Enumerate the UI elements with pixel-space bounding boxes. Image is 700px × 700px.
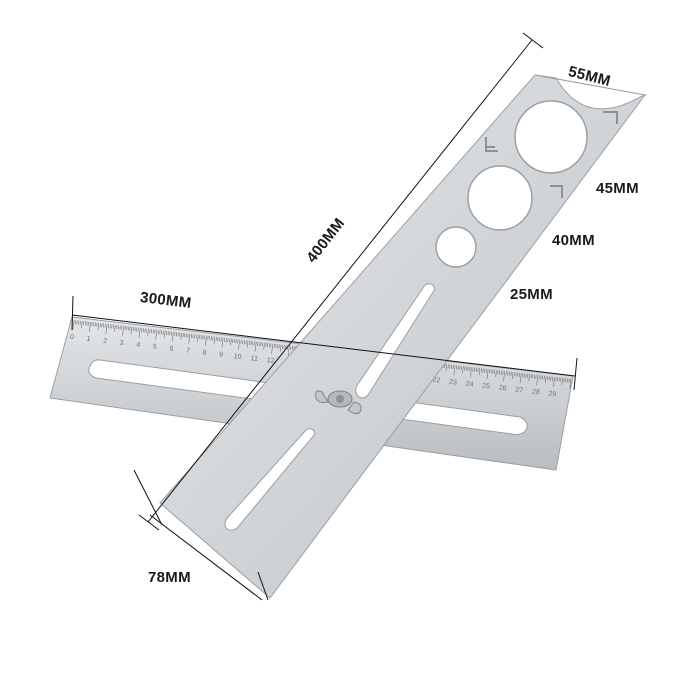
tick-mark [254, 341, 257, 352]
tick-mark [552, 376, 555, 387]
scale-number: 7 [186, 347, 191, 354]
scale-number: 27 [515, 387, 524, 395]
scale-number: 2 [103, 338, 108, 345]
dim-label-40: 40MM [552, 232, 595, 249]
scale-number: 3 [119, 340, 124, 347]
scale-number: 5 [152, 344, 157, 351]
tick-mark [155, 329, 158, 340]
dim-label-25: 25MM [510, 286, 553, 303]
scale-number: 1 [86, 336, 91, 343]
tick-mark [180, 332, 182, 340]
tick-mark [89, 321, 91, 332]
tick-mark [197, 334, 199, 342]
tick-mark [188, 333, 191, 344]
scale-number: 22 [432, 377, 441, 385]
scale-number: 26 [498, 385, 507, 393]
tick-mark [569, 378, 572, 389]
dimension-lines [71, 32, 578, 601]
main-upper-slot [355, 283, 436, 399]
tick-mark [462, 366, 464, 374]
tick-mark [147, 328, 149, 336]
scale-number: 12 [266, 357, 275, 365]
hole-40 [467, 165, 533, 231]
tick-mark [503, 371, 506, 382]
wing-nut [315, 390, 362, 415]
tick-mark [545, 376, 547, 384]
tick-mark [495, 370, 497, 378]
main-lower-slot [224, 428, 316, 531]
tick-mark [105, 323, 108, 334]
scale-number: 4 [136, 342, 141, 349]
tick-mark [519, 373, 522, 384]
tick-mark [511, 372, 514, 380]
hole-55-cutout [534, 74, 647, 110]
tick-mark [97, 322, 100, 330]
tick-mark [279, 344, 282, 352]
scale-number: 25 [482, 383, 491, 391]
scale-number: 0 [70, 334, 75, 341]
tick-mark [287, 345, 290, 356]
tick-mark [122, 325, 124, 336]
tick-mark [271, 343, 274, 354]
tick-mark [486, 369, 489, 380]
tick-mark [561, 377, 564, 386]
tick-mark [138, 327, 141, 338]
tick-mark [221, 337, 224, 348]
tick-mark [163, 330, 166, 338]
tick-mark [205, 335, 207, 346]
scale-number: 6 [169, 345, 174, 352]
tick-mark [470, 367, 472, 378]
dim-label-78: 78MM [148, 569, 191, 586]
tick-mark [130, 326, 133, 334]
tick-mark [171, 331, 174, 342]
scale-number: 28 [532, 389, 541, 397]
hole-45 [514, 100, 588, 174]
tick-mark [453, 365, 456, 376]
scale-number: 9 [219, 351, 224, 358]
hole-25 [435, 226, 477, 268]
tick-mark [478, 368, 481, 376]
tick-mark [263, 342, 265, 350]
tick-mark [230, 338, 232, 346]
main-plate [159, 74, 647, 599]
tick-mark [445, 364, 448, 372]
scale-number: 29 [548, 390, 557, 398]
scale-number: 8 [202, 349, 207, 356]
tick-mark [114, 324, 116, 332]
tick-mark [536, 375, 539, 386]
tick-mark [246, 340, 249, 348]
scale-number: 24 [465, 381, 474, 389]
scale-number: 23 [449, 379, 458, 387]
scale-number: 10 [233, 353, 242, 361]
scale-number: 11 [250, 355, 258, 363]
tick-mark [238, 339, 240, 350]
tick-mark [528, 374, 530, 382]
alignment-brackets [485, 111, 618, 198]
tick-mark [72, 319, 75, 330]
tick-mark [81, 320, 83, 328]
tick-mark [213, 336, 216, 344]
dim-label-45: 45MM [596, 180, 639, 197]
